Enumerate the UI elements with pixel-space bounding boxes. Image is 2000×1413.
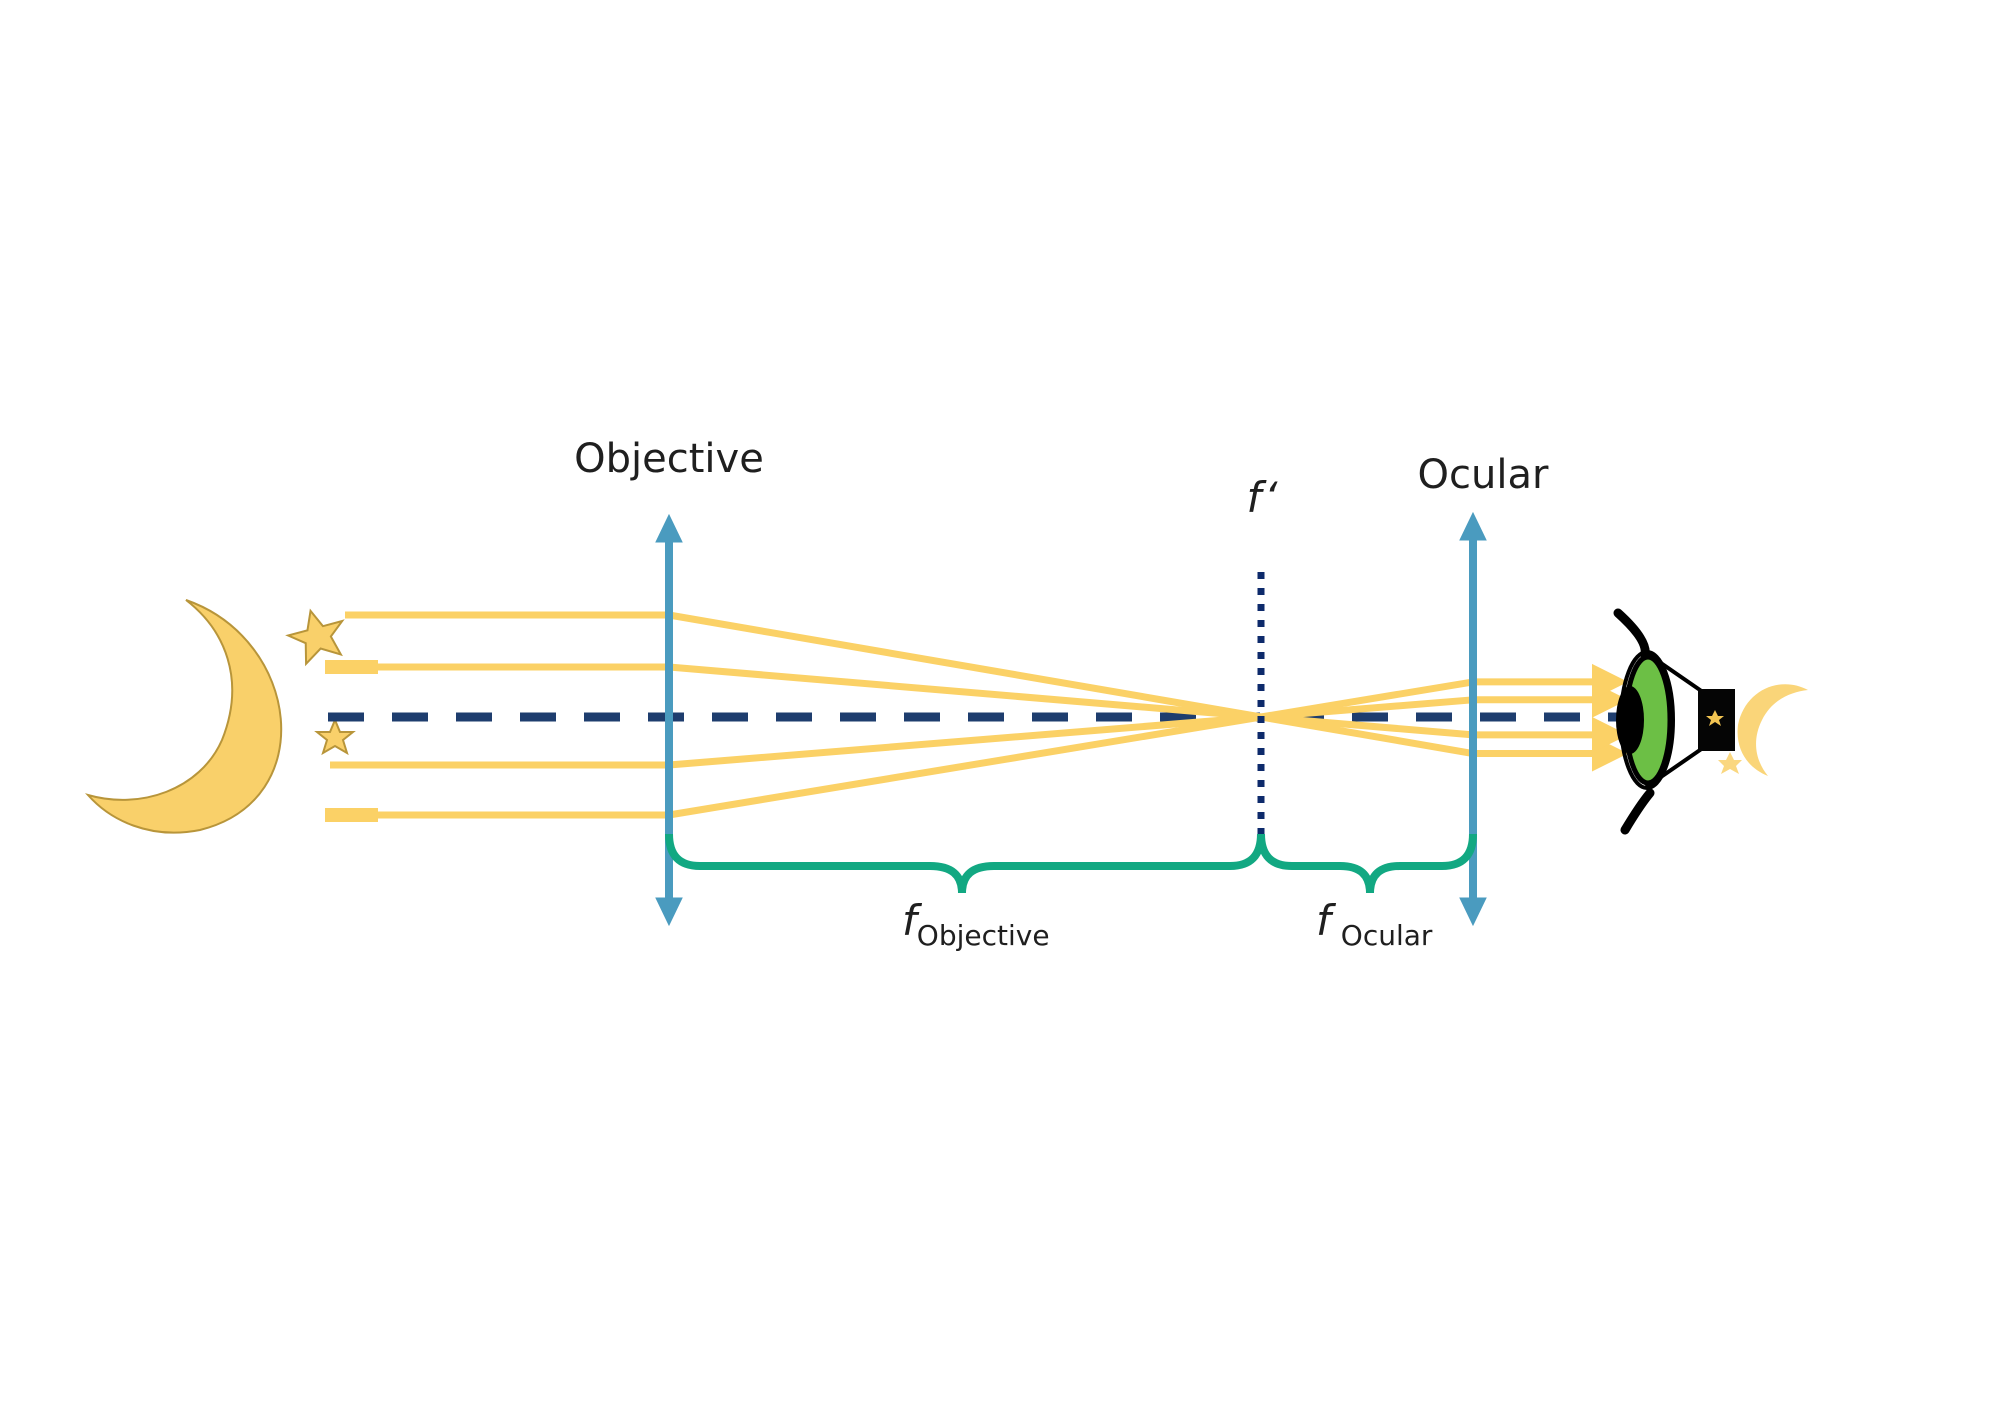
focal-point-label: f‘ — [1246, 473, 1278, 522]
eye-icon — [1613, 608, 1735, 835]
f-symbol: f — [1316, 896, 1337, 945]
outgoing-rays — [1260, 663, 1628, 772]
objective-label: Objective — [574, 436, 764, 482]
star-icon-lower — [314, 717, 356, 756]
brace-f-ocular — [1257, 833, 1477, 894]
ocular-label: Ocular — [1418, 452, 1549, 498]
f-objective-label: fObjective — [902, 896, 1050, 952]
moon-icon — [84, 599, 283, 834]
star-icon-upper — [285, 608, 345, 667]
ray-arrowhead — [1592, 663, 1628, 700]
f-objective-subscript: Objective — [917, 919, 1050, 952]
converging-ray — [668, 713, 1262, 819]
diverging-ray — [1260, 678, 1474, 721]
incoming-rays — [325, 611, 669, 822]
ray-source-stub — [325, 660, 378, 674]
ray-arrowhead — [1592, 716, 1628, 753]
converging-ray — [668, 663, 1262, 721]
converging-ray — [668, 611, 1262, 721]
diverging-ray — [1260, 713, 1474, 739]
inverted-moon-image-icon — [1718, 684, 1808, 776]
converging-ray — [668, 713, 1262, 769]
converging-rays — [668, 611, 1262, 819]
f-ocular-subscript: Ocular — [1341, 919, 1433, 952]
brace-f-objective — [665, 833, 1265, 894]
ray-source-stub — [325, 808, 378, 822]
